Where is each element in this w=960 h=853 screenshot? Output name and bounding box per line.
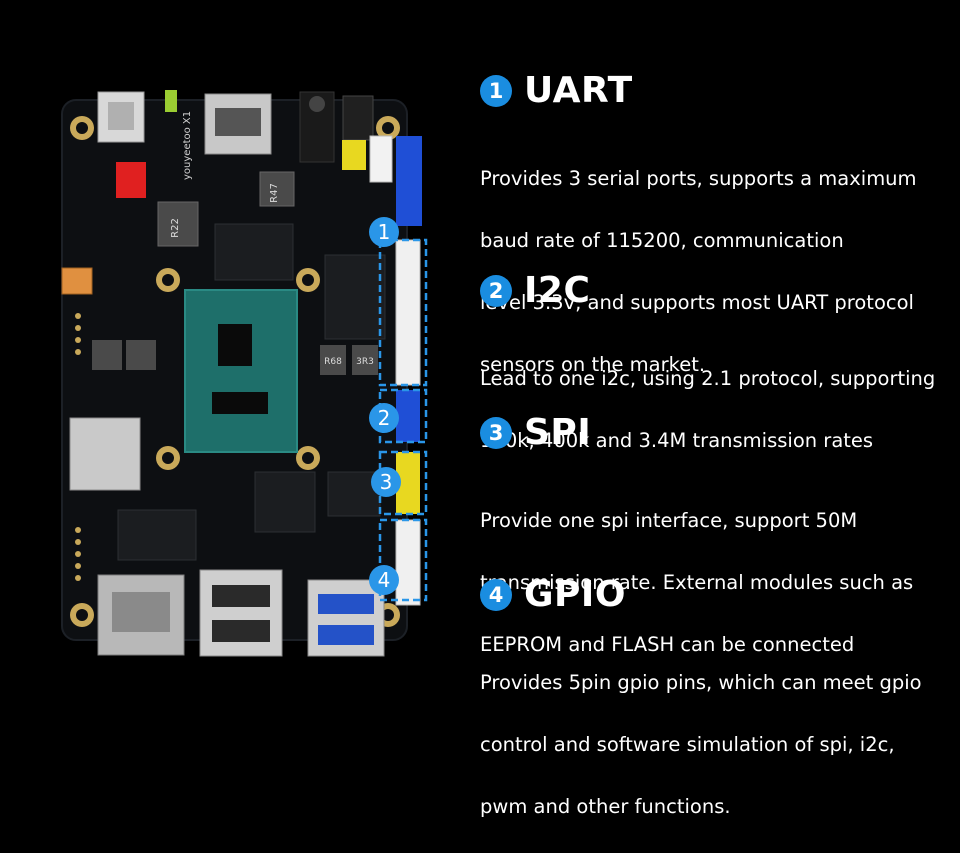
svg-text:R22: R22 bbox=[170, 218, 181, 238]
svg-text:4: 4 bbox=[378, 568, 391, 592]
inductor-r47 bbox=[259, 171, 295, 207]
white-header-column bbox=[395, 239, 421, 386]
usb-a-port-1 bbox=[199, 569, 283, 657]
svg-text:2: 2 bbox=[378, 406, 391, 430]
spec-title: I2C bbox=[524, 270, 591, 311]
soc-package bbox=[184, 289, 298, 453]
callout-1: 1 bbox=[369, 217, 399, 247]
spec-heading: 3 SPI bbox=[480, 410, 955, 456]
silkscreen-label: youyeetoo X1 bbox=[182, 111, 193, 180]
number-badge: 3 bbox=[480, 417, 512, 449]
svg-text:R68: R68 bbox=[324, 357, 342, 367]
spec-uart: 1 UART Provides 3 serial ports, supports… bbox=[480, 68, 955, 411]
svg-text:1: 1 bbox=[378, 220, 391, 244]
board-illustration: youyeetoo X1 R22 R47 R68 3R3 bbox=[50, 80, 470, 670]
spec-title: UART bbox=[524, 70, 633, 111]
spec-title: SPI bbox=[524, 412, 592, 453]
desc-line: sensors on the market. bbox=[480, 353, 706, 376]
spec-gpio: 4 GPIO Provides 5pin gpio pins, which ca… bbox=[480, 572, 955, 853]
inductor-3r3 bbox=[352, 345, 378, 375]
gpio-pins bbox=[75, 313, 81, 581]
desc-line: Lead to one i2c, using 2.1 protocol, sup… bbox=[480, 367, 936, 390]
sd-card-slot bbox=[69, 417, 141, 491]
number-badge: 4 bbox=[480, 579, 512, 611]
ram-chip-2 bbox=[324, 254, 386, 340]
desc-line: Provide one spi interface, support 50M bbox=[480, 509, 858, 532]
svg-text:3R3: 3R3 bbox=[356, 357, 374, 367]
spec-description: Lead to one i2c, using 2.1 protocol, sup… bbox=[480, 332, 955, 487]
callout-box-gpio bbox=[378, 518, 428, 602]
white-header bbox=[369, 135, 393, 183]
usb-c-port bbox=[61, 267, 93, 295]
desc-line: pwm and other functions. bbox=[480, 795, 731, 818]
lan-chip bbox=[117, 509, 197, 561]
spec-description: Provide one spi interface, support 50M t… bbox=[480, 474, 955, 691]
spec-description: Provides 3 serial ports, supports a maxi… bbox=[480, 132, 955, 411]
callout-2: 2 bbox=[369, 403, 399, 433]
svg-text:3: 3 bbox=[380, 470, 393, 494]
desc-line: baud rate of 115200, communication bbox=[480, 229, 844, 252]
spec-title: GPIO bbox=[524, 574, 626, 615]
spec-i2c: 2 I2C Lead to one i2c, using 2.1 protoco… bbox=[480, 268, 955, 487]
desc-line: Provides 5pin gpio pins, which can meet … bbox=[480, 671, 922, 694]
ram-chip-1 bbox=[214, 223, 294, 281]
blue-uart-header bbox=[396, 136, 422, 226]
gpio-header bbox=[395, 519, 421, 606]
spec-spi: 3 SPI Provide one spi interface, support… bbox=[480, 410, 955, 691]
desc-line: transmission rate. External modules such… bbox=[480, 571, 914, 594]
button bbox=[342, 95, 374, 141]
led bbox=[165, 90, 177, 112]
desc-line: EEPROM and FLASH can be connected bbox=[480, 633, 855, 656]
inductor-a bbox=[92, 340, 122, 370]
spec-heading: 2 I2C bbox=[480, 268, 955, 314]
spec-heading: 4 GPIO bbox=[480, 572, 955, 618]
callout-box-spi bbox=[378, 450, 428, 516]
sbc-board-svg: youyeetoo X1 R22 R47 R68 3R3 bbox=[61, 90, 428, 657]
yellow-header bbox=[342, 140, 366, 170]
callout-4: 4 bbox=[369, 565, 399, 595]
soc-die-cpu bbox=[218, 324, 252, 366]
callout-box-uart bbox=[378, 238, 428, 387]
soc-die-pch bbox=[212, 392, 268, 414]
spec-heading: 1 UART bbox=[480, 68, 955, 114]
inductor-r68 bbox=[320, 345, 346, 375]
inductor-r22 bbox=[157, 201, 199, 247]
number-badge: 1 bbox=[480, 75, 512, 107]
red-fan-connector bbox=[116, 162, 146, 198]
svg-text:R47: R47 bbox=[269, 183, 280, 203]
desc-line: level 3.3v, and supports most UART proto… bbox=[480, 291, 914, 314]
desc-line: control and software simulation of spi, … bbox=[480, 733, 895, 756]
number-badge: 2 bbox=[480, 275, 512, 307]
i2c-header bbox=[396, 390, 420, 442]
callout-3: 3 bbox=[371, 467, 401, 497]
desc-line: Provides 3 serial ports, supports a maxi… bbox=[480, 167, 917, 190]
spec-description: Provides 5pin gpio pins, which can meet … bbox=[480, 636, 955, 853]
inductor-b bbox=[126, 340, 156, 370]
flash-chip bbox=[254, 471, 316, 533]
mounting-holes bbox=[70, 116, 400, 627]
